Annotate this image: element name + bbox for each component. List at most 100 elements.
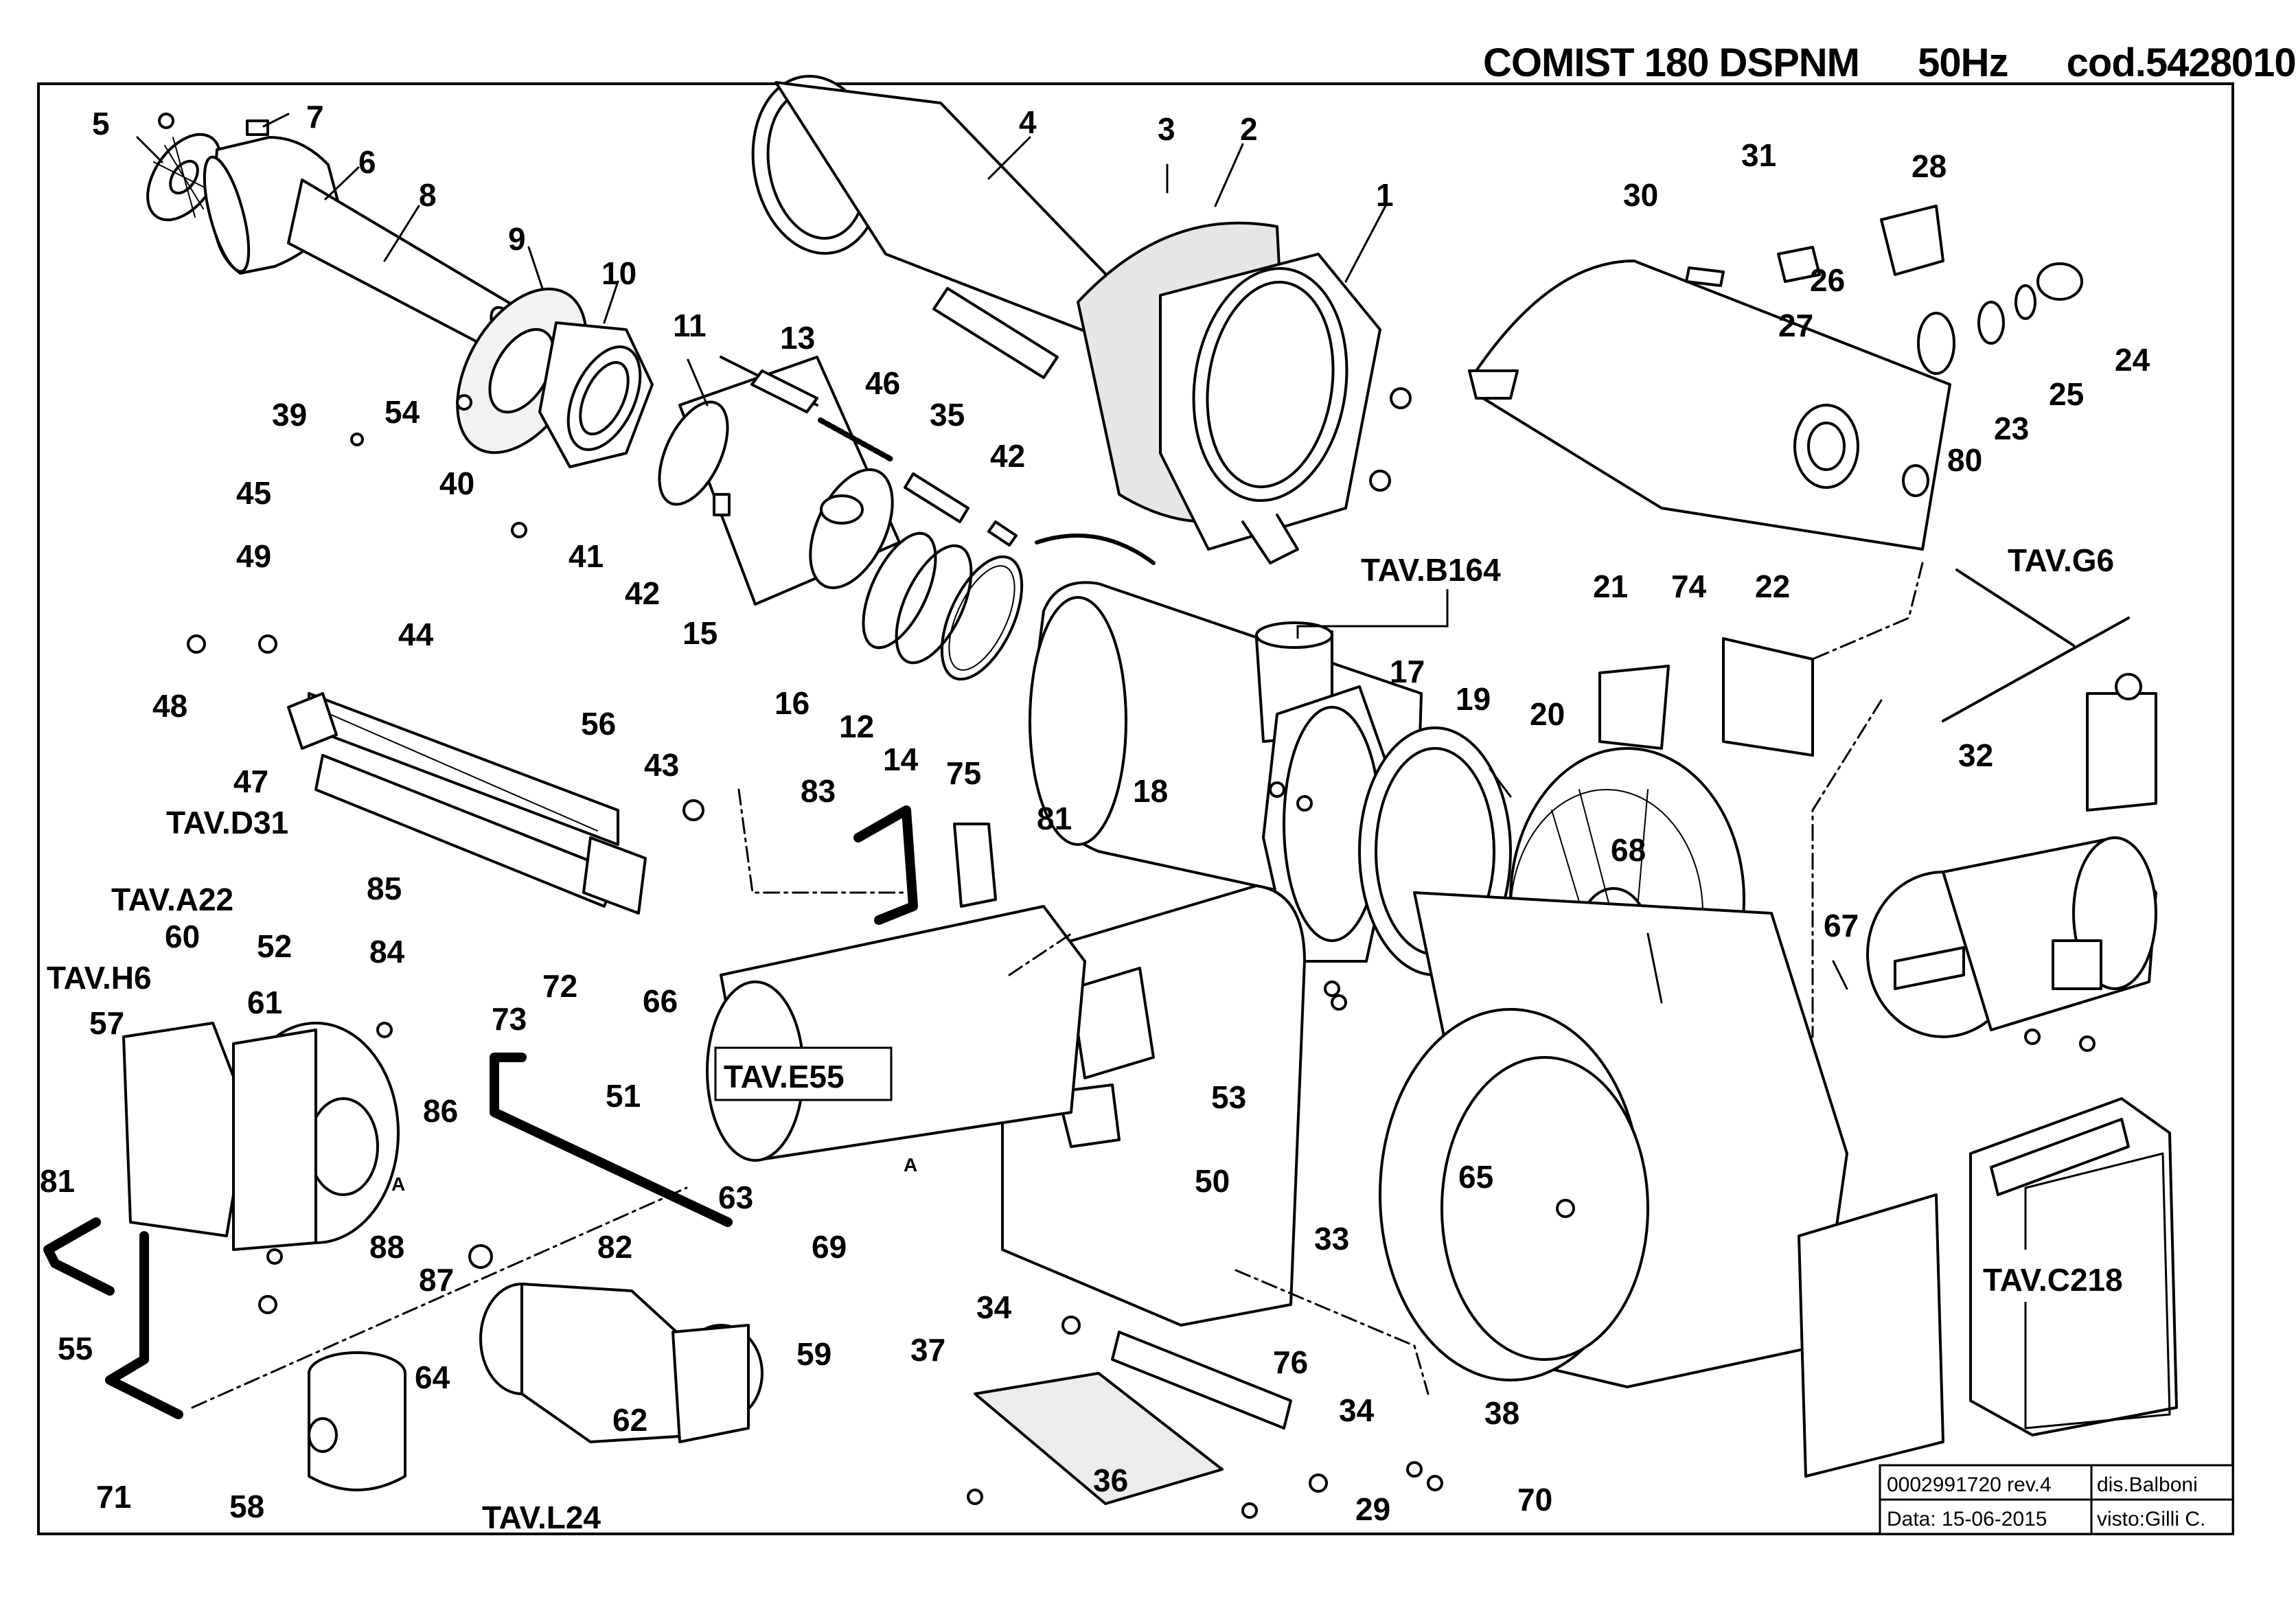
callout-67: 67 [1824, 908, 1859, 943]
callout-11: 11 [673, 308, 707, 343]
callout-7: 7 [306, 99, 324, 135]
washer-25 [2014, 284, 2036, 320]
nozzle-holder-6-8 [203, 119, 527, 356]
callout-63: 63 [718, 1180, 753, 1215]
product-code: cod.5428010 [2066, 41, 2296, 85]
spring-46 [818, 417, 895, 463]
pump-l24 [479, 1283, 764, 1443]
callout-27: 27 [1778, 308, 1813, 343]
pipe-51 [490, 1053, 733, 1227]
part-callouts: 1 2 3 4 5 6 7 8 9 10 11 12 13 14 15 16 1… [40, 99, 2150, 1527]
switch-31 [1777, 246, 1821, 283]
slide-rail-47 [287, 692, 647, 915]
callout-25: 25 [2049, 376, 2084, 412]
callout-61: 61 [247, 985, 282, 1020]
cover-housing [1468, 260, 1951, 551]
callout-26: 26 [1810, 262, 1845, 298]
ring-12 [862, 531, 937, 650]
callout-54: 54 [384, 394, 420, 430]
callout-52: 52 [257, 928, 292, 964]
drawn-by: dis.Balboni [2097, 1473, 2198, 1496]
callout-22: 22 [1755, 569, 1790, 604]
callout-83: 83 [801, 773, 836, 809]
callout-28: 28 [1912, 148, 1947, 184]
control-box-22 [1722, 637, 1814, 757]
flange-1 [1159, 253, 1381, 564]
callout-72: 72 [542, 968, 577, 1004]
callout-14: 14 [883, 742, 919, 777]
callout-37: 37 [910, 1332, 945, 1368]
callout-47: 47 [233, 764, 268, 799]
assembly-lines [191, 562, 1924, 1409]
rod-35 [904, 472, 969, 523]
callout-42a: 42 [990, 438, 1025, 474]
pipe-71 [105, 1231, 183, 1419]
callout-20: 20 [1530, 696, 1565, 732]
callout-24: 24 [2115, 342, 2150, 378]
callout-82: 82 [597, 1229, 632, 1265]
callout-74: 74 [1671, 569, 1707, 604]
callout-41: 41 [569, 538, 604, 574]
ref-tav-e55: TAV.E55 [724, 1059, 845, 1094]
callout-85: 85 [367, 871, 402, 906]
callout-6: 6 [358, 144, 376, 180]
callout-75: 75 [946, 755, 981, 791]
callout-9: 9 [508, 221, 526, 257]
callout-76: 76 [1273, 1344, 1308, 1380]
fan-housing-33 [1379, 891, 1848, 1388]
callout-73: 73 [492, 1001, 527, 1037]
model-name: COMIST 180 DSPNM [1483, 41, 1860, 85]
callout-45: 45 [236, 475, 271, 511]
checked-by: visto:Gilli C. [2097, 1508, 2205, 1530]
drawing-date: Data: 15-06-2015 [1887, 1508, 2047, 1530]
cylinder-11 [658, 356, 901, 606]
callout-43: 43 [644, 747, 679, 783]
callout-58: 58 [229, 1489, 264, 1524]
callout-56: 56 [581, 706, 616, 742]
ref-tav-a22: TAV.A22 [111, 882, 233, 917]
ref-tav-h6: TAV.H6 [47, 960, 152, 996]
callout-66: 66 [643, 983, 678, 1019]
callout-30: 30 [1623, 177, 1658, 213]
callout-42b: 42 [625, 575, 660, 611]
motor-32 [1866, 836, 2157, 1038]
callout-13: 13 [780, 320, 815, 356]
callout-48: 48 [152, 688, 187, 724]
reference-labels: TAV.B164 TAV.G6 TAV.D31 TAV.A22 TAV.H6 T… [47, 542, 2164, 1535]
blast-tube-4 [751, 74, 1127, 379]
callout-19: 19 [1456, 681, 1491, 717]
terminal-30 [1685, 266, 1725, 287]
callout-84: 84 [369, 934, 405, 970]
callout-8: 8 [419, 177, 437, 213]
callout-3: 3 [1158, 111, 1175, 147]
callout-64: 64 [415, 1360, 450, 1395]
callout-18: 18 [1133, 773, 1168, 809]
callout-38: 38 [1484, 1395, 1519, 1431]
filter-plate-37 [974, 1372, 1224, 1505]
callout-40: 40 [439, 466, 474, 501]
callout-2: 2 [1240, 111, 1258, 147]
callout-16: 16 [774, 685, 810, 721]
callout-35: 35 [930, 397, 965, 433]
callout-69: 69 [812, 1229, 847, 1265]
parts-artwork [43, 74, 2178, 1519]
o-ring-23 [1977, 301, 2005, 345]
callout-23: 23 [1994, 411, 2029, 446]
ref-tav-c218: TAV.C218 [1983, 1262, 2123, 1298]
callout-31: 31 [1741, 137, 1776, 173]
callout-55: 55 [58, 1331, 93, 1366]
callout-12: 12 [839, 709, 874, 744]
callout-36: 36 [1093, 1462, 1128, 1498]
drawing-frame [37, 82, 2234, 1535]
ring-10 [538, 321, 654, 468]
callout-50: 50 [1195, 1163, 1230, 1199]
pipe-55 [43, 1217, 115, 1296]
drawing-number: 0002991720 rev.4 [1887, 1473, 2052, 1496]
ref-tav-b164: TAV.B164 [1361, 552, 1501, 588]
frequency: 50Hz [1918, 41, 2008, 85]
ring-75 [940, 555, 1024, 681]
callout-15: 15 [682, 615, 718, 651]
linkage-g6 [1942, 569, 2157, 812]
callout-59: 59 [796, 1336, 831, 1372]
